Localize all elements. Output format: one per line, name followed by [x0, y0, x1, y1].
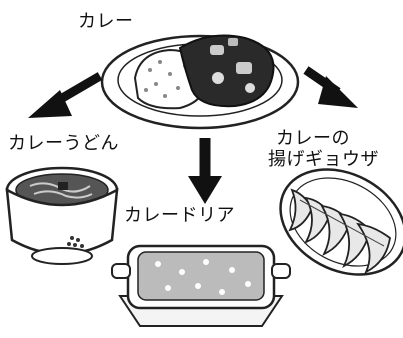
label-curry: カレー — [78, 11, 134, 32]
label-curry-gyoza-line2: 揚げギョウザ — [268, 149, 379, 170]
arrow-to-gyoza — [303, 66, 358, 108]
arrow-to-doria — [188, 138, 222, 204]
curry-gyoza-plate-icon — [279, 168, 403, 276]
label-curry-doria: カレードリア — [124, 205, 235, 226]
curry-rice-plate-icon — [100, 34, 300, 130]
label-curry-udon: カレーうどん — [8, 133, 119, 154]
curry-udon-bowl-icon — [5, 166, 119, 265]
curry-doria-dish-icon — [111, 244, 291, 327]
label-curry-gyoza-line1: カレーの — [276, 128, 350, 149]
arrow-to-udon — [28, 72, 103, 118]
